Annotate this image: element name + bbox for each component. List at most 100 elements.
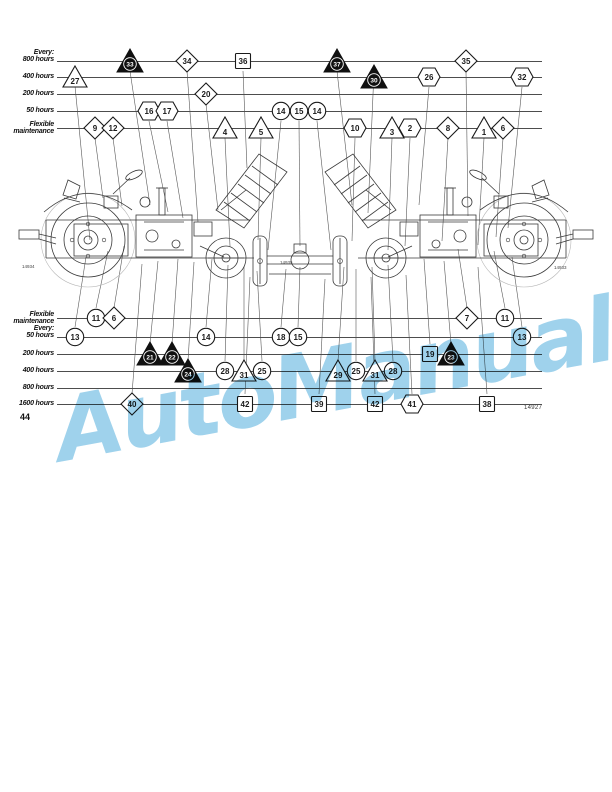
marker-circle-14: 14	[303, 98, 331, 124]
interval-label-400: 400 hours	[22, 73, 54, 81]
marker-triangle-27: 27	[61, 64, 89, 90]
svg-text:35: 35	[462, 57, 471, 66]
svg-text:30: 30	[370, 78, 378, 85]
marker-triangle-29: 29	[324, 358, 352, 384]
center-figure-number: 14935	[280, 260, 293, 265]
svg-text:14: 14	[277, 107, 286, 116]
svg-text:23: 23	[447, 355, 455, 362]
svg-text:3: 3	[390, 128, 395, 137]
svg-text:15: 15	[294, 333, 303, 342]
marker-circle-11: 11	[491, 305, 519, 331]
svg-text:28: 28	[221, 367, 230, 376]
svg-text:26: 26	[425, 73, 434, 82]
marker-circle-13: 13	[508, 324, 536, 350]
marker-triangle-31: 31	[361, 358, 389, 384]
svg-text:5: 5	[259, 128, 264, 137]
svg-text:25: 25	[352, 367, 361, 376]
svg-text:38: 38	[483, 400, 492, 409]
interval-line-400	[57, 371, 542, 372]
right-figure-number: 14933	[554, 265, 567, 270]
svg-text:20: 20	[202, 90, 211, 99]
svg-text:9: 9	[93, 124, 98, 133]
svg-text:15: 15	[295, 107, 304, 116]
marker-circle-14: 14	[267, 98, 295, 124]
marker-diamond-35: 35	[452, 48, 480, 74]
marker-diamond-20: 20	[192, 81, 220, 107]
svg-text:28: 28	[389, 367, 398, 376]
svg-text:32: 32	[518, 73, 527, 82]
svg-text:7: 7	[465, 314, 470, 323]
page-number: 44	[20, 412, 31, 422]
right-tractor-illustration	[324, 153, 594, 288]
left-tractor-illustration	[18, 153, 288, 288]
marker-diamond-8: 8	[434, 115, 462, 141]
svg-text:42: 42	[371, 400, 380, 409]
marker-circle-15: 15	[285, 98, 313, 124]
marker-triangle-filled-23: 23	[437, 340, 465, 367]
marker-square-19: 19	[416, 341, 444, 367]
svg-text:33: 33	[126, 62, 134, 69]
svg-text:6: 6	[112, 314, 117, 323]
interval-label-800: Every: 800 hours	[22, 48, 54, 64]
interval-label-flex: Flexible maintenance	[13, 310, 54, 326]
marker-triangle-filled-22: 22	[158, 340, 186, 367]
svg-text:41: 41	[408, 400, 417, 409]
interval-line-flex	[57, 318, 542, 319]
marker-circle-13: 13	[61, 324, 89, 350]
svg-text:4: 4	[223, 128, 228, 137]
interval-line-800	[57, 388, 542, 389]
marker-diamond-7: 7	[453, 305, 481, 331]
svg-text:25: 25	[258, 367, 267, 376]
marker-diamond-9: 9	[81, 115, 109, 141]
svg-text:24: 24	[184, 372, 192, 379]
svg-text:18: 18	[277, 333, 286, 342]
svg-text:36: 36	[239, 57, 248, 66]
svg-text:31: 31	[240, 371, 249, 380]
interval-line-800	[57, 61, 542, 62]
svg-text:1: 1	[482, 128, 487, 137]
interval-label-200: 200 hours	[22, 90, 54, 98]
svg-text:34: 34	[183, 57, 192, 66]
svg-text:42: 42	[241, 400, 250, 409]
svg-text:22: 22	[168, 355, 176, 362]
marker-hexagon-10: 10	[341, 115, 369, 141]
marker-diamond-6: 6	[489, 115, 517, 141]
marker-hexagon-16: 16	[135, 98, 163, 124]
marker-hexagon-26: 26	[415, 64, 443, 90]
svg-text:14: 14	[313, 107, 322, 116]
svg-text:6: 6	[501, 124, 506, 133]
marker-triangle-filled-37: 37	[323, 47, 351, 74]
interval-label-1600: 1600 hours	[19, 400, 54, 408]
svg-text:37: 37	[333, 62, 341, 69]
svg-text:13: 13	[71, 333, 80, 342]
marker-triangle-filled-21: 21	[136, 340, 164, 367]
interval-line-flex	[57, 128, 542, 129]
svg-text:8: 8	[446, 124, 451, 133]
leader-lines-top	[74, 70, 523, 251]
marker-triangle-1: 1	[470, 115, 498, 141]
svg-text:19: 19	[426, 350, 435, 359]
marker-circle-28: 28	[379, 358, 407, 384]
marker-diamond-40: 40	[118, 391, 146, 417]
interval-line-400	[57, 77, 542, 78]
marker-square-42: 42	[231, 391, 259, 417]
marker-circle-14: 14	[192, 324, 220, 350]
marker-triangle-5: 5	[247, 115, 275, 141]
svg-text:11: 11	[501, 314, 510, 323]
marker-circle-15: 15	[284, 324, 312, 350]
marker-hexagon-32: 32	[508, 64, 536, 90]
marker-square-36: 36	[229, 48, 257, 74]
svg-text:29: 29	[334, 371, 343, 380]
marker-circle-25: 25	[248, 358, 276, 384]
svg-text:2: 2	[408, 124, 413, 133]
interval-label-200: 200 hours	[22, 350, 54, 358]
marker-hexagon-17: 17	[153, 98, 181, 124]
interval-label-50: Every: 50 hours	[26, 324, 54, 340]
svg-text:27: 27	[71, 77, 80, 86]
svg-text:17: 17	[163, 107, 172, 116]
svg-text:13: 13	[518, 333, 527, 342]
marker-hexagon-41: 41	[398, 391, 426, 417]
svg-text:14: 14	[202, 333, 211, 342]
